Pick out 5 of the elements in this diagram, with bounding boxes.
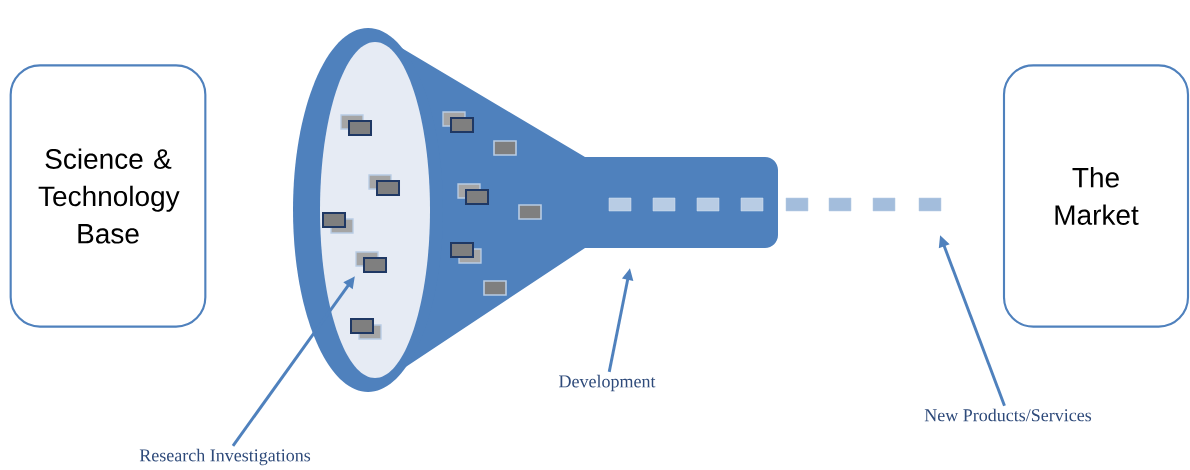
arrow-label: Research Investigations: [139, 448, 311, 466]
arrow-label: Development: [559, 374, 656, 392]
arrow-label: New Products/Services: [924, 408, 1092, 422]
rounded-box: The Market: [1002, 64, 1190, 328]
rounded-box: Science & Technology Base: [9, 64, 207, 328]
